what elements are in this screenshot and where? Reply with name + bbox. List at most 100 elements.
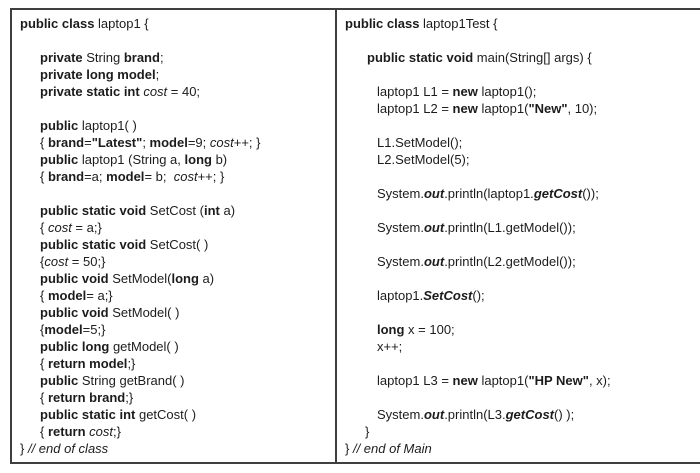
code-segment: int [203, 203, 220, 218]
code-segment: { [40, 322, 45, 337]
code-segment: out [423, 220, 445, 235]
code-segment: "Latest" [91, 135, 143, 150]
code-segment: =9; [187, 135, 210, 150]
code-line: System.out.println(laptop1.getCost()); [337, 185, 700, 202]
code-segment: } [365, 424, 370, 439]
code-segment: cost [209, 135, 234, 150]
code-segment: model [106, 169, 145, 184]
code-line: private static int cost = 40; [12, 83, 335, 100]
code-segment: { [40, 254, 45, 269]
code-segment: ()); [582, 186, 599, 201]
code-segment: ; [155, 67, 160, 82]
code-line: public void SetModel(long a) [12, 270, 335, 287]
blank-line [12, 100, 335, 117]
code-segment: ;} [127, 356, 136, 371]
code-segment: ++; } [197, 169, 225, 184]
code-segment: out [423, 407, 445, 422]
code-segment: "New" [528, 101, 568, 116]
code-segment: getCost [505, 407, 554, 422]
code-segment: , 10); [567, 101, 598, 116]
code-line: long x = 100; [337, 321, 700, 338]
code-line: public String getBrand( ) [12, 372, 335, 389]
code-segment: = 40; [167, 84, 201, 99]
blank-line [12, 32, 335, 49]
code-segment: SetCost [423, 288, 473, 303]
laptop1-class-cell: public class laptop1 {private String bra… [12, 10, 337, 462]
code-segment: new [452, 373, 478, 388]
code-line: public void SetModel( ) [12, 304, 335, 321]
code-segment: cost [47, 220, 72, 235]
code-segment: "HP New" [528, 373, 589, 388]
code-segment: public static void [40, 203, 150, 218]
code-line: public laptop1( ) [12, 117, 335, 134]
code-segment: laptop1 L1 = [377, 84, 453, 99]
code-line: public static int getCost( ) [12, 406, 335, 423]
code-segment: laptop1. [377, 288, 424, 303]
code-segment: private [40, 50, 87, 65]
code-segment: cost [89, 424, 113, 439]
code-segment: L2.SetModel(5); [377, 152, 470, 167]
blank-line [337, 32, 700, 49]
code-segment: laptop1Test { [423, 16, 498, 31]
code-segment: ++; } [233, 135, 261, 150]
code-line: System.out.println(L2.getModel()); [337, 253, 700, 270]
code-segment: public [40, 118, 82, 133]
code-line: } [337, 423, 700, 440]
code-segment: return [47, 424, 90, 439]
code-comparison-table: public class laptop1 {private String bra… [10, 8, 700, 464]
code-segment: = b; [144, 169, 174, 184]
code-segment: a) [198, 271, 215, 286]
code-segment: model [47, 288, 87, 303]
code-line: { brand="Latest"; model=9; cost++; } [12, 134, 335, 151]
code-segment: private long model [40, 67, 156, 82]
code-segment: } [345, 441, 353, 456]
code-segment: (); [472, 288, 485, 303]
code-segment: = a;} [71, 220, 102, 235]
code-segment: { [40, 390, 48, 405]
code-segment: laptop1 { [98, 16, 149, 31]
code-segment: brand [47, 169, 85, 184]
code-segment: brand [123, 50, 160, 65]
code-segment: } [20, 441, 28, 456]
code-segment: ;} [125, 390, 134, 405]
code-segment: laptop1( [477, 373, 529, 388]
code-line: public static void main(String[] args) { [337, 49, 700, 66]
code-line: L1.SetModel(); [337, 134, 700, 151]
code-segment: a) [219, 203, 236, 218]
code-segment: // end of Main [352, 441, 432, 456]
code-segment: laptop1(); [477, 84, 537, 99]
code-segment: cost [44, 254, 69, 269]
code-segment: model [149, 135, 188, 150]
code-segment: laptop1( ) [81, 118, 137, 133]
blank-line [337, 355, 700, 372]
code-segment: public [40, 152, 82, 167]
blank-line [337, 389, 700, 406]
code-segment: System. [377, 254, 424, 269]
code-line: { return brand;} [12, 389, 335, 406]
code-segment: public long [40, 339, 113, 354]
code-line: public long getModel( ) [12, 338, 335, 355]
code-line: public static void SetCost( ) [12, 236, 335, 253]
code-segment: { [40, 169, 48, 184]
code-segment: { [40, 356, 48, 371]
code-segment: main(String[] args) { [476, 50, 592, 65]
code-segment: =a; [84, 169, 107, 184]
code-segment: private static int [40, 84, 144, 99]
code-line: public class laptop1Test { [337, 15, 700, 32]
blank-line [337, 304, 700, 321]
code-segment: String [86, 50, 124, 65]
code-line: public static void SetCost (int a) [12, 202, 335, 219]
code-segment: b) [211, 152, 228, 167]
code-segment: laptop1( [477, 101, 529, 116]
code-line: public laptop1 (String a, long b) [12, 151, 335, 168]
code-segment: { [40, 288, 48, 303]
code-segment: brand [47, 135, 85, 150]
code-segment: out [423, 254, 445, 269]
code-segment: laptop1 (String a, [81, 152, 185, 167]
code-segment: public static void [367, 50, 477, 65]
blank-line [337, 168, 700, 185]
code-segment: String getBrand( ) [81, 373, 185, 388]
code-segment: .println(L1.getModel()); [444, 220, 576, 235]
code-segment: ; [142, 135, 150, 150]
code-line: L2.SetModel(5); [337, 151, 700, 168]
